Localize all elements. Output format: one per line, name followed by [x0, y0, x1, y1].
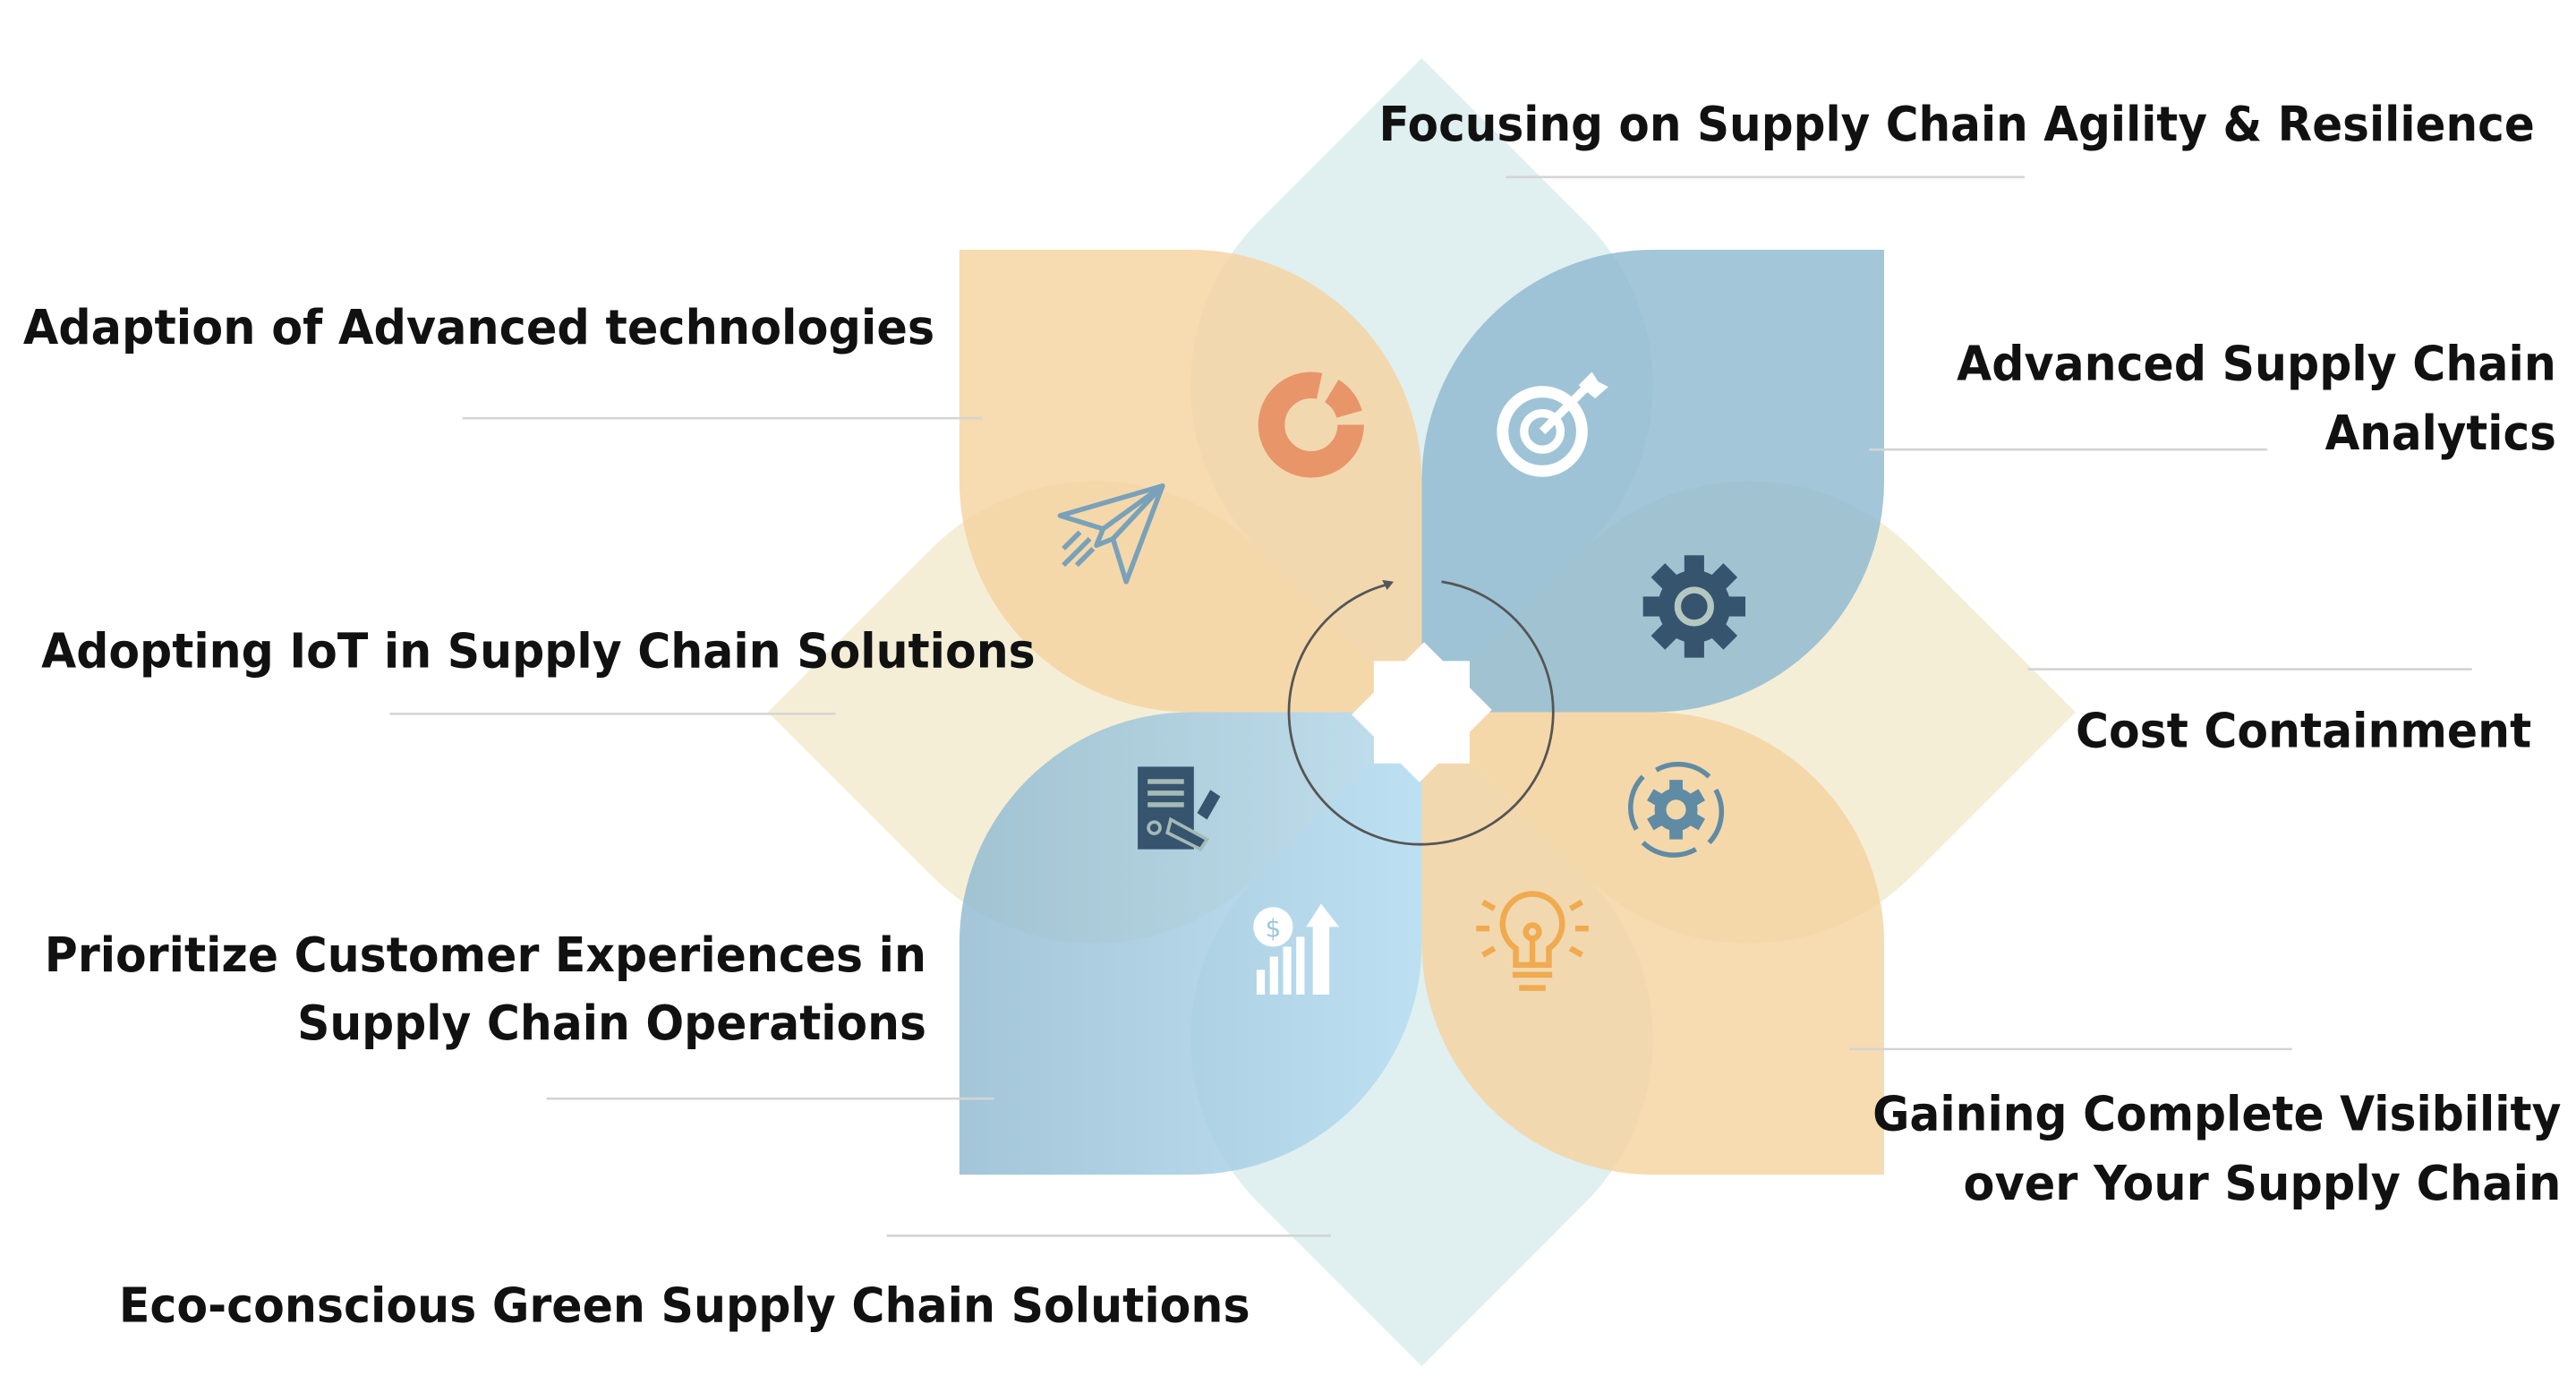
- document-signature-icon: [1138, 766, 1221, 852]
- label-green: Eco-conscious Green Supply Chain Solutio…: [119, 1277, 1250, 1333]
- label-cost: Cost Containment: [2076, 702, 2531, 758]
- label-visibility-line2: over Your Supply Chain: [1964, 1155, 2562, 1211]
- target-icon: [1497, 372, 1608, 477]
- label-customer-line2: Supply Chain Operations: [297, 995, 926, 1051]
- paper-plane-icon: [1057, 483, 1165, 585]
- center-star: [1352, 642, 1492, 782]
- label-advanced-tech: Adaption of Advanced technologies: [23, 299, 934, 355]
- svg-text:$: $: [1266, 913, 1282, 943]
- lightbulb-icon: [1476, 891, 1589, 991]
- label-analytics-line2: Analytics: [2325, 405, 2556, 461]
- label-analytics-line1: Advanced Supply Chain: [1957, 336, 2556, 392]
- donut-chart-icon: [1258, 372, 1364, 478]
- cycle-arrow-icon: [1382, 579, 1395, 591]
- dollar-growth-icon: $: [1253, 903, 1340, 995]
- label-iot: Adopting IoT in Supply Chain Solutions: [41, 623, 1036, 679]
- petal-diagram: [767, 57, 2076, 1367]
- gear-cycle-icon: [1628, 761, 1725, 858]
- label-visibility-line1: Gaining Complete Visibility: [1872, 1085, 2561, 1141]
- label-agility: Focusing on Supply Chain Agility & Resil…: [1378, 96, 2534, 152]
- cycle-ring: [1287, 580, 1555, 846]
- orange-leaf-bottom-right: [1421, 712, 1884, 1175]
- gear-icon: [1642, 555, 1746, 658]
- label-customer-line1: Prioritize Customer Experiences in: [45, 927, 926, 983]
- blue-leaf-top-right: [1421, 249, 1884, 713]
